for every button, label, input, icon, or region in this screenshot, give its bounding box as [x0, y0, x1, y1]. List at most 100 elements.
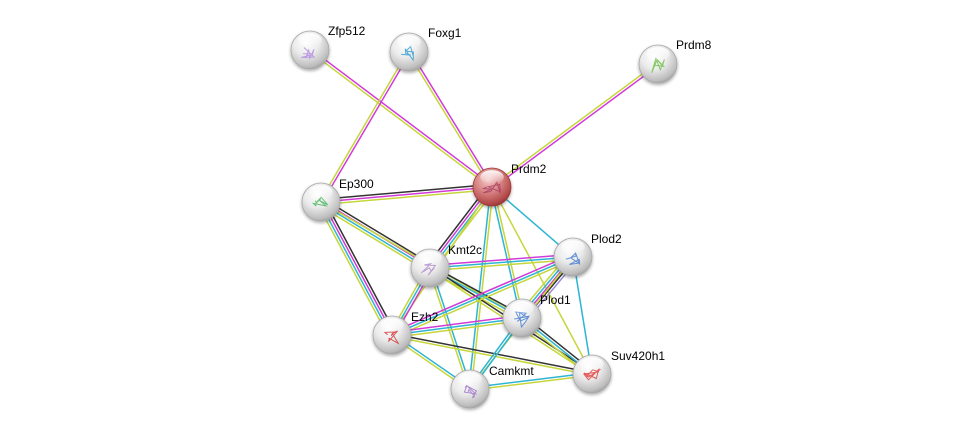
edge-line-coexpression: [322, 198, 433, 266]
edge-foxg1-prdm2[interactable]: [407, 50, 494, 189]
edge-line-experiments: [321, 201, 394, 335]
edge-line-experiments: [391, 314, 522, 334]
edge-line-database: [319, 202, 430, 270]
protein-structure-icon: [582, 367, 601, 381]
edge-line-textmining: [407, 52, 492, 189]
protein-structure-icon: [420, 262, 437, 276]
edge-ezh2-plod1[interactable]: [391, 314, 523, 339]
node-highlight: [580, 357, 604, 371]
edge-line-textmining: [430, 258, 574, 272]
edge-foxg1-ep300[interactable]: [319, 50, 411, 204]
edge-line-experiments: [492, 64, 660, 189]
edge-line-database: [391, 317, 523, 336]
edge-line-database: [430, 267, 472, 389]
edge-plod2-suv420h1[interactable]: [572, 256, 593, 375]
node-highlight: [510, 301, 534, 315]
edge-line-textmining: [492, 186, 524, 318]
node-label: Foxg1: [428, 26, 462, 40]
edge-line-textmining: [470, 374, 593, 392]
node-highlight: [418, 251, 442, 265]
node-highlight: [380, 318, 404, 332]
edge-kmt2c-camkmt[interactable]: [428, 267, 472, 390]
protein-structure-icon: [565, 251, 581, 265]
node-prdm2[interactable]: Prdm2: [472, 162, 547, 207]
node-label: Prdm2: [511, 162, 547, 176]
node-plod2[interactable]: Plod2: [553, 232, 622, 277]
node-highlight: [397, 35, 421, 49]
node-ep300[interactable]: Ep300: [301, 177, 374, 222]
edge-camkmt-suv420h1[interactable]: [469, 371, 593, 392]
node-highlight: [646, 47, 670, 61]
edge-line-textmining: [308, 50, 492, 189]
node-highlight: [309, 185, 333, 199]
edge-ezh2-plod2[interactable]: [390, 253, 575, 339]
edge-line-textmining: [316, 203, 390, 338]
edge-line-database: [467, 186, 492, 389]
edge-line-database: [429, 256, 574, 269]
protein-structure-icon: [463, 384, 478, 399]
node-label: Suv420h1: [611, 349, 665, 363]
edge-line-textmining: [392, 258, 575, 339]
node-label: Zfp512: [328, 24, 366, 38]
edge-line-textmining: [470, 187, 495, 390]
edge-prdm8-prdm2[interactable]: [490, 62, 660, 189]
edge-ep300-prdm2[interactable]: [320, 183, 493, 206]
node-label: Prdm8: [676, 38, 712, 52]
edge-zfp512-prdm2[interactable]: [308, 48, 494, 189]
edge-plod1-prdm2[interactable]: [490, 186, 524, 319]
edge-line-experiments: [320, 186, 493, 203]
node-highlight: [480, 170, 504, 184]
node-label: Kmt2c: [448, 243, 482, 257]
protein-structure-icon: [651, 57, 666, 73]
edge-line-textmining: [319, 50, 409, 202]
edge-kmt2c-plod2[interactable]: [429, 253, 574, 272]
edge-line-experiments: [310, 48, 494, 187]
node-zfp512[interactable]: Zfp512: [290, 24, 366, 70]
node-foxg1[interactable]: Foxg1: [389, 26, 462, 72]
node-plod1[interactable]: Plod1: [502, 293, 571, 338]
edge-line-textmining: [391, 335, 592, 377]
edge-ep300-ezh2[interactable]: [316, 199, 397, 338]
edge-line-experiments: [409, 50, 494, 187]
node-label: Ep300: [339, 177, 374, 191]
node-highlight: [298, 33, 322, 47]
edge-ep300-kmt2c[interactable]: [318, 198, 433, 272]
edge-suv420h1-prdm2[interactable]: [491, 186, 593, 375]
node-prdm8[interactable]: Prdm8: [638, 38, 712, 84]
edge-ezh2-suv420h1[interactable]: [391, 332, 593, 377]
edge-line-coexpression: [323, 199, 397, 334]
edge-line-experiments: [321, 52, 411, 204]
edge-line-textmining: [428, 268, 470, 390]
node-label: Plod2: [591, 232, 622, 246]
protein-structure-icon: [481, 181, 501, 194]
edge-line-textmining: [392, 319, 523, 339]
node-kmt2c[interactable]: Kmt2c: [410, 243, 482, 288]
node-suv420h1[interactable]: Suv420h1: [572, 349, 665, 394]
edge-line-experiments: [429, 253, 573, 267]
edge-line-textmining: [321, 188, 493, 206]
edge-line-database: [469, 371, 592, 389]
node-highlight: [458, 372, 482, 386]
edge-line-database: [490, 187, 522, 319]
node-camkmt[interactable]: Camkmt: [450, 364, 534, 409]
node-label: Plod1: [540, 293, 571, 307]
edge-line-database: [572, 256, 593, 375]
protein-structure-icon: [301, 47, 316, 61]
edges-layer: [308, 48, 660, 392]
edge-line-database: [391, 256, 574, 336]
node-highlight: [561, 240, 585, 254]
edge-line-experiments: [390, 253, 573, 334]
edge-camkmt-prdm2[interactable]: [467, 186, 495, 390]
edge-line-textmining: [491, 186, 593, 375]
protein-structure-icon: [311, 196, 329, 207]
protein-structure-icon: [383, 330, 400, 345]
edge-line-textmining: [318, 204, 429, 272]
node-ezh2[interactable]: Ezh2: [372, 310, 439, 355]
node-label: Ezh2: [411, 310, 439, 324]
edge-line-database: [319, 202, 392, 336]
edge-line-coexpression: [392, 332, 593, 374]
edge-line-coexpression: [320, 183, 492, 201]
